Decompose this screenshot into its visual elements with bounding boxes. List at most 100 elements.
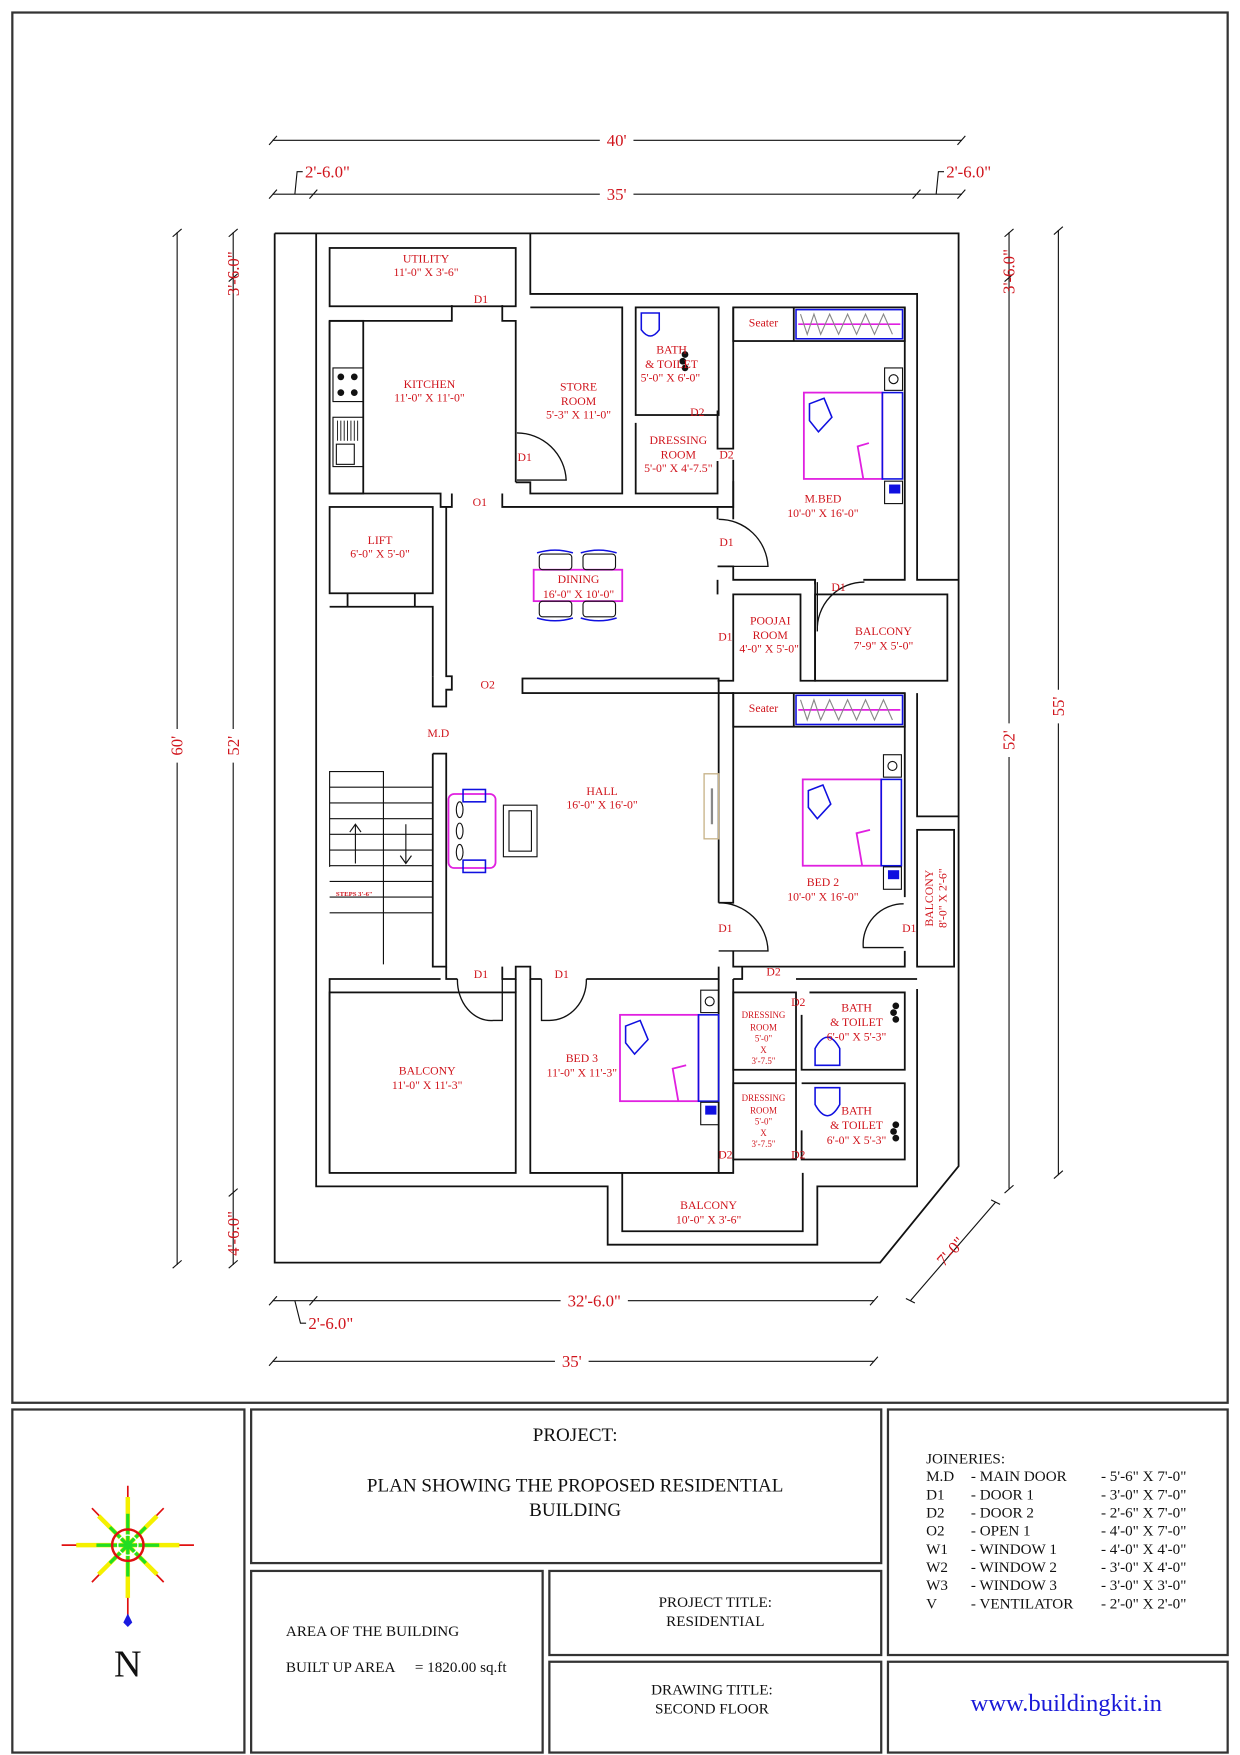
- dim-left-bottom-offset: 4'-6.0": [224, 1211, 243, 1256]
- joinery-code: O2: [926, 1524, 945, 1540]
- mbed-label: M.BED: [804, 492, 841, 505]
- bottom-balcony-size: 10'-0" X 3'-6": [676, 1213, 742, 1226]
- toilet-icon: [814, 1086, 841, 1117]
- dimension-lines: 40' 35' 2'-6.0" 2'-6.0" 60' 52' 3'-6.0" …: [168, 131, 1068, 1371]
- bath2-label-2: & TOILET: [830, 1016, 883, 1029]
- dim-left-inner: 52': [224, 736, 243, 756]
- joinery-size: - 2'-0" X 2'-0": [1101, 1596, 1186, 1612]
- dining-table-icon: [532, 568, 624, 603]
- bed2-seater-label: Seater: [749, 702, 778, 715]
- joinery-size: - 3'-0" X 3'-0": [1101, 1578, 1186, 1594]
- bed3-label: BED 3: [566, 1052, 598, 1065]
- mbed-balcony-size: 7'-9" X 5'-0": [854, 639, 914, 652]
- dim-chamfer: 7'-0": [933, 1233, 969, 1270]
- drawing-title-panel: [548, 1660, 883, 1754]
- joinery-name: - WINDOW 3: [971, 1578, 1057, 1594]
- dim-left-overall: 60': [168, 736, 187, 756]
- mbed-seater-label: Seater: [749, 316, 778, 329]
- hall-size: 16'-0" X 16'-0": [566, 799, 638, 812]
- joinery-code: D2: [926, 1506, 945, 1522]
- door-tag: D1: [474, 968, 488, 981]
- dressing2-label-2: ROOM: [750, 1023, 777, 1033]
- room-labels: UTILITY 11'-0" X 3'-6" KITCHEN 11'-0" X …: [336, 253, 949, 1227]
- left-balcony-label: BALCONY: [399, 1064, 456, 1077]
- bed2-size: 10'-0" X 16'-0": [787, 890, 859, 903]
- door-tag: D1: [718, 922, 732, 935]
- dressing2-x: X: [760, 1045, 767, 1055]
- bed-icon: [802, 391, 884, 480]
- toilet-icon: [814, 1036, 841, 1067]
- bath2-label-1: BATH: [841, 1001, 872, 1014]
- stove-icon: [332, 367, 364, 403]
- joinery-code: V: [926, 1596, 937, 1612]
- poojai-label-2: ROOM: [753, 629, 789, 642]
- door-tag: D1: [555, 968, 569, 981]
- toilet-icon: [640, 312, 661, 337]
- dressing2-h: 3'-7.5": [752, 1056, 776, 1066]
- open-tag: O1: [473, 496, 487, 509]
- north-compass-icon: [61, 1485, 194, 1627]
- walls: [273, 232, 960, 1264]
- door-tag: D2: [766, 966, 780, 979]
- dining-size: 16'-0" X 10'-0": [543, 588, 615, 601]
- built-up-value: = 1820.00 sq.ft: [415, 1660, 508, 1676]
- opening-tags: D1 D1 D2 D2 O1 D1 D1 D1 O2 M.D D1 D1 D1 …: [427, 293, 916, 1161]
- furniture: [329, 308, 904, 1142]
- dressing3-w: 5'-0": [755, 1117, 773, 1127]
- dressing2-w: 5'-0": [755, 1034, 773, 1044]
- joinery-size: - 5'-6" X 7'-0": [1101, 1469, 1186, 1485]
- bed-icon: [619, 1013, 700, 1103]
- door-tag: D2: [718, 1148, 732, 1161]
- open-tag: O2: [481, 679, 495, 692]
- joinery-size: - 4'-0" X 4'-0": [1101, 1542, 1186, 1558]
- door-tag: D1: [719, 536, 733, 549]
- bath3-size: 6'-0" X 5'-3": [827, 1134, 887, 1147]
- website-link[interactable]: www.buildingkit.in: [970, 1690, 1162, 1717]
- joinery-name: - MAIN DOOR: [971, 1469, 1068, 1485]
- poojai-label-1: POOJAI: [750, 615, 791, 628]
- bath3-label-2: & TOILET: [830, 1119, 883, 1132]
- kitchen-label: KITCHEN: [404, 378, 456, 391]
- kitchen-size: 11'-0" X 11'-0": [394, 392, 465, 405]
- door-swings: [456, 432, 904, 1022]
- joinery-name: - DOOR 2: [971, 1506, 1034, 1522]
- title-block: N PROJECT: PLAN SHOWING THE PROPOSED RES…: [11, 1408, 1229, 1754]
- project-title-value: RESIDENTIAL: [666, 1614, 764, 1630]
- bath1-label-2: & TOILET: [645, 358, 698, 371]
- bath1-label-1: BATH: [656, 343, 687, 356]
- joinery-size: - 4'-0" X 7'-0": [1101, 1524, 1186, 1540]
- drawing-frame: [11, 11, 1229, 1404]
- dim-bottom-inner: 32'-6.0": [568, 1291, 621, 1310]
- dim-right-top-offset: 3'-6.0": [1000, 249, 1019, 294]
- dressing1-size: 5'-0" X 4'-7.5": [644, 462, 713, 475]
- dressing1-label-2: ROOM: [661, 449, 697, 462]
- joinery-code: D1: [926, 1487, 945, 1503]
- bath3-label-1: BATH: [841, 1105, 872, 1118]
- north-label: N: [114, 1643, 142, 1685]
- bed2-balcony-label: BALCONY: [923, 869, 936, 926]
- mbed-size: 10'-0" X 16'-0": [787, 507, 859, 520]
- lift-size: 6'-0" X 5'-0": [350, 547, 410, 560]
- website-panel: [886, 1660, 1229, 1754]
- staircase-icon: [329, 770, 433, 965]
- bottom-balcony-label: BALCONY: [680, 1199, 737, 1212]
- project-label: PROJECT:: [533, 1425, 618, 1446]
- joinery-name: - VENTILATOR: [971, 1596, 1074, 1612]
- bed3-size: 11'-0" X 11'-3": [547, 1067, 618, 1080]
- dressing2-label-1: DRESSING: [742, 1010, 786, 1020]
- joinery-code: W2: [926, 1560, 948, 1576]
- area-heading: AREA OF THE BUILDING: [286, 1624, 459, 1640]
- utility-label: UTILITY: [403, 253, 450, 266]
- bed2-label: BED 2: [807, 876, 839, 889]
- dining-label: DINING: [558, 573, 600, 586]
- dim-bottom-offset: 2'-6.0": [308, 1314, 353, 1333]
- dim-right-inner: 52': [1000, 730, 1019, 750]
- dim-right-overall: 55': [1049, 697, 1068, 717]
- drawing-title-label: DRAWING TITLE:: [651, 1682, 773, 1698]
- joineries-panel: [886, 1408, 1229, 1657]
- left-balcony-size: 11'-0" X 11'-3": [392, 1079, 463, 1092]
- joinery-code: W1: [926, 1542, 948, 1558]
- door-tag: D1: [902, 922, 916, 935]
- sofa-icon: [447, 793, 497, 869]
- door-tag: D1: [474, 293, 488, 306]
